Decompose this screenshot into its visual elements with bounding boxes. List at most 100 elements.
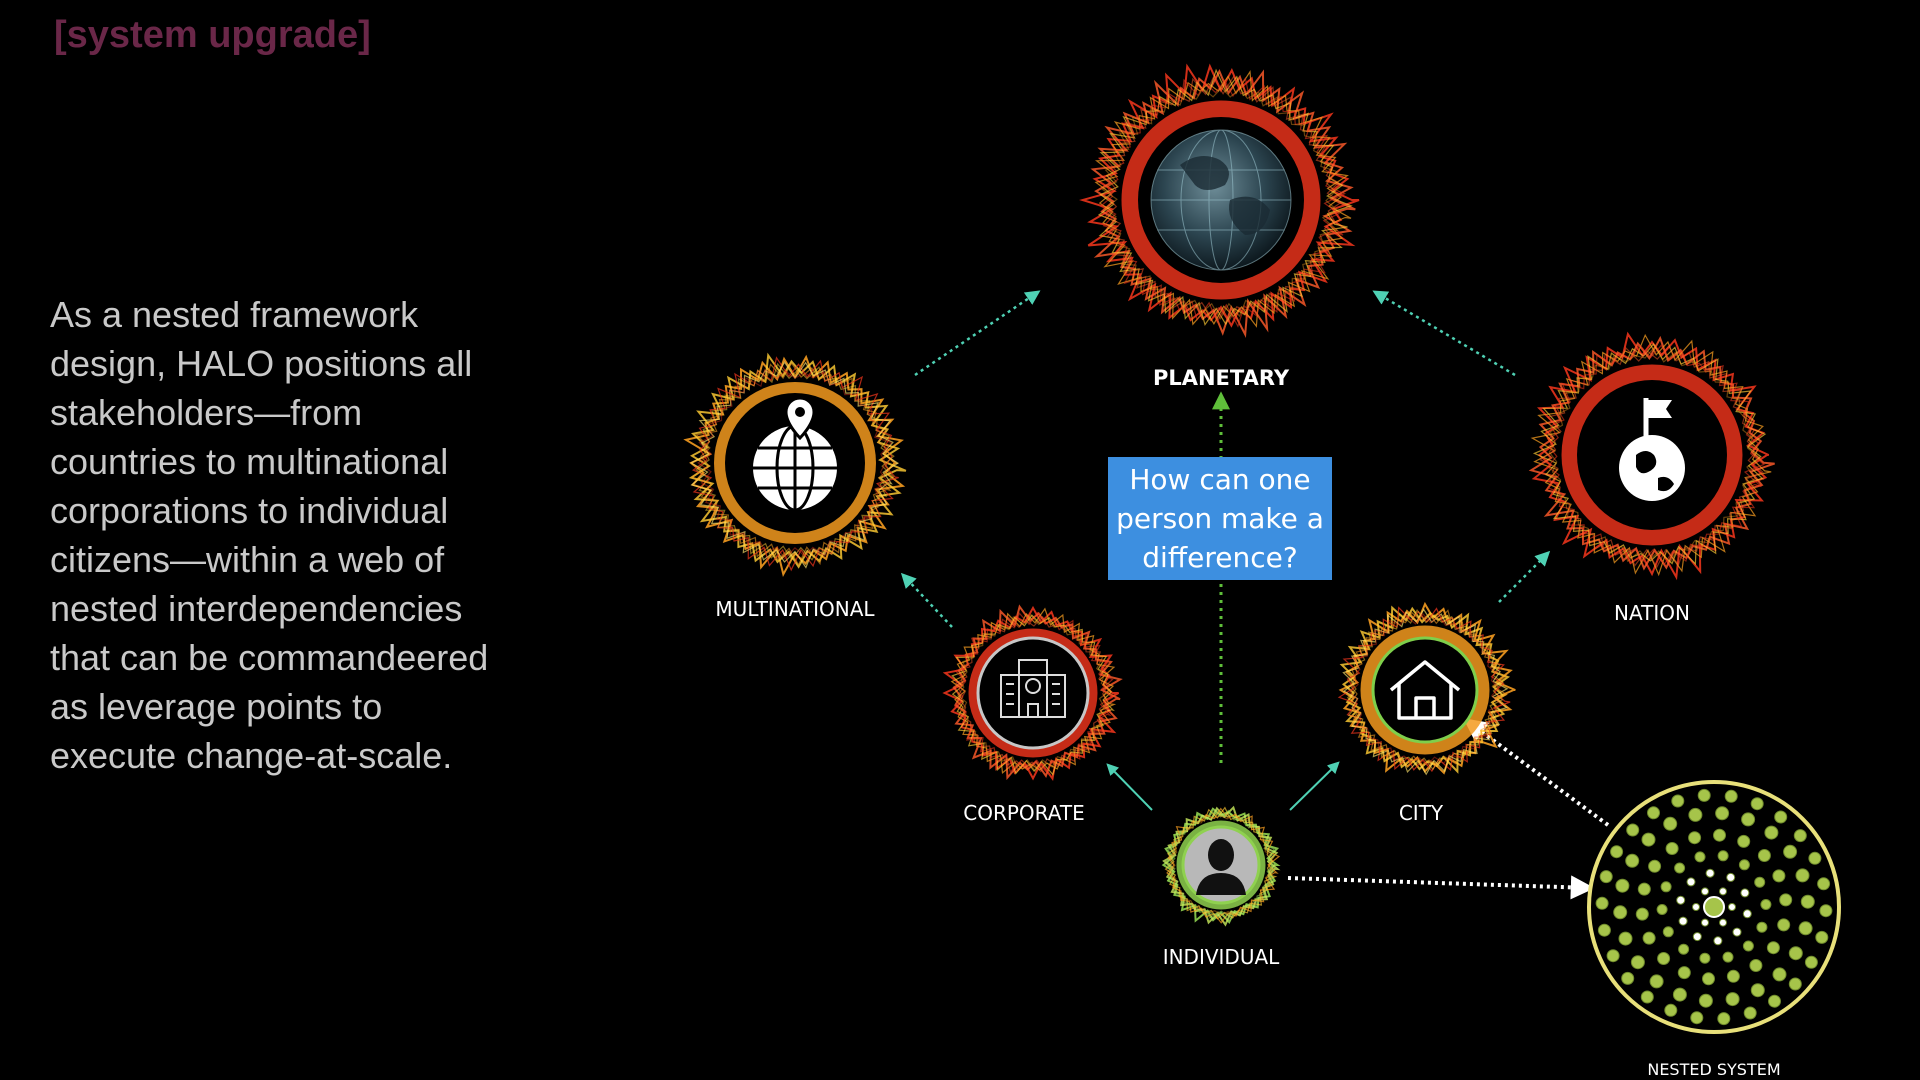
crowd-figure xyxy=(1715,806,1730,821)
node-individual: INDIVIDUAL xyxy=(1161,805,1281,969)
arrow-multinational-to-planetary xyxy=(914,290,1041,377)
crowd-figure xyxy=(1793,829,1807,843)
crowd-figure xyxy=(1664,1003,1678,1017)
crowd-figure xyxy=(1717,1012,1731,1026)
node-multinational: MULTINATIONAL xyxy=(683,352,907,621)
description-line: citizens—within a web of xyxy=(50,539,445,580)
crowd-figure xyxy=(1760,899,1772,910)
crowd-figure xyxy=(1724,789,1738,803)
crowd-figure xyxy=(1756,921,1768,933)
crowd-figure xyxy=(1647,806,1660,820)
crowd-figure xyxy=(1599,870,1613,884)
node-planetary: PLANETARY xyxy=(1079,63,1360,390)
crowd-figure xyxy=(1615,878,1630,893)
crowd-figure xyxy=(1754,876,1766,888)
crowd-figure xyxy=(1726,872,1736,882)
crowd-figure xyxy=(1768,994,1781,1008)
crowd-figure xyxy=(1777,918,1791,932)
crowd-figure xyxy=(1804,955,1818,969)
crowd-figure xyxy=(1686,877,1696,887)
description-line: stakeholders—from xyxy=(50,392,363,433)
crowd-figure xyxy=(1649,974,1664,989)
crowd-figure xyxy=(1606,949,1620,963)
arrow-city-to-nation xyxy=(1498,550,1551,603)
node-label-nation: NATION xyxy=(1614,601,1690,625)
crowd-center-figure xyxy=(1703,896,1725,918)
flag-globe-icon xyxy=(1619,398,1685,501)
crowd-figure xyxy=(1663,816,1678,831)
person-silhouette-icon xyxy=(1196,839,1246,895)
crowd-figure xyxy=(1772,967,1787,982)
crowd-figure xyxy=(1737,834,1751,848)
description-paragraph: As a nested framework design, HALO posit… xyxy=(50,290,570,780)
crowd-figure xyxy=(1698,993,1713,1008)
crowd-figure xyxy=(1725,992,1740,1007)
crowd-figure xyxy=(1694,851,1706,863)
crowd-figure xyxy=(1699,952,1711,964)
question-line: person make a xyxy=(1116,502,1324,535)
crowd-figure xyxy=(1750,797,1764,811)
node-city: CITY xyxy=(1337,601,1516,825)
ring-strand xyxy=(1099,76,1347,328)
ring-strand xyxy=(955,615,1110,773)
node-label-corporate: CORPORATE xyxy=(963,801,1084,825)
crowd-figure xyxy=(1798,921,1813,936)
question-callout: How can one person make a difference? xyxy=(1108,457,1332,580)
crowd-figure xyxy=(1738,859,1750,871)
crowd-figure xyxy=(1672,987,1687,1002)
description-line: corporations to individual xyxy=(50,490,449,531)
description-line: countries to multinational xyxy=(50,441,449,482)
globe-pin-icon xyxy=(753,396,837,512)
crowd-figure xyxy=(1819,904,1833,918)
ring-strand xyxy=(1548,345,1761,564)
globe-earth-icon xyxy=(1150,129,1292,271)
node-nested-system xyxy=(1587,780,1841,1034)
crowd-figure xyxy=(1750,983,1765,998)
arrow-individual-to-nested xyxy=(1287,875,1595,900)
crowd-figure xyxy=(1692,903,1700,911)
crowd-mandala-icon xyxy=(1595,788,1833,1026)
crowd-figure xyxy=(1817,877,1831,891)
house-icon xyxy=(1389,660,1461,720)
crowd-figure xyxy=(1656,904,1668,915)
crowd-figure xyxy=(1701,918,1709,927)
ring-strand xyxy=(1546,343,1765,566)
crowd-figure xyxy=(1713,936,1723,946)
node-corporate: CORPORATE xyxy=(942,604,1123,825)
ring-strand xyxy=(1342,608,1509,776)
ring-strand xyxy=(1349,609,1508,767)
crowd-figure xyxy=(1641,832,1656,847)
crowd-figure xyxy=(1677,966,1691,980)
office-building-icon xyxy=(1000,659,1066,718)
node-label-individual: INDIVIDUAL xyxy=(1163,945,1280,969)
crowd-figure xyxy=(1637,882,1651,896)
crowd-figure xyxy=(1678,916,1688,926)
crowd-figure xyxy=(1688,807,1703,822)
question-line: difference? xyxy=(1142,541,1298,574)
crowd-figure xyxy=(1626,823,1640,837)
node-label-multinational: MULTINATIONAL xyxy=(715,597,875,621)
crowd-figure xyxy=(1772,869,1786,883)
crowd-figure xyxy=(1595,896,1609,910)
crowd-figure xyxy=(1642,931,1656,945)
crowd-figure xyxy=(1764,825,1779,840)
description-line: nested interdependencies xyxy=(50,588,463,629)
crowd-figure xyxy=(1618,931,1633,946)
ring-strand xyxy=(1539,344,1765,569)
crowd-figure xyxy=(1665,842,1679,855)
crowd-figure xyxy=(1742,909,1752,919)
node-label-city: CITY xyxy=(1399,801,1444,825)
crowd-figure xyxy=(1692,932,1702,942)
crowd-figure xyxy=(1766,941,1780,955)
crowd-figure xyxy=(1788,946,1803,961)
crowd-figure xyxy=(1674,862,1686,874)
description-line: design, HALO positions all xyxy=(50,343,473,384)
crowd-figure xyxy=(1742,940,1754,952)
crowd-figure xyxy=(1610,845,1624,859)
crowd-figure xyxy=(1697,788,1711,802)
crowd-figure xyxy=(1671,794,1685,808)
ring-strand xyxy=(1349,612,1503,767)
crowd-figure xyxy=(1795,868,1810,883)
arrow-corporate-to-multinational xyxy=(900,572,953,628)
